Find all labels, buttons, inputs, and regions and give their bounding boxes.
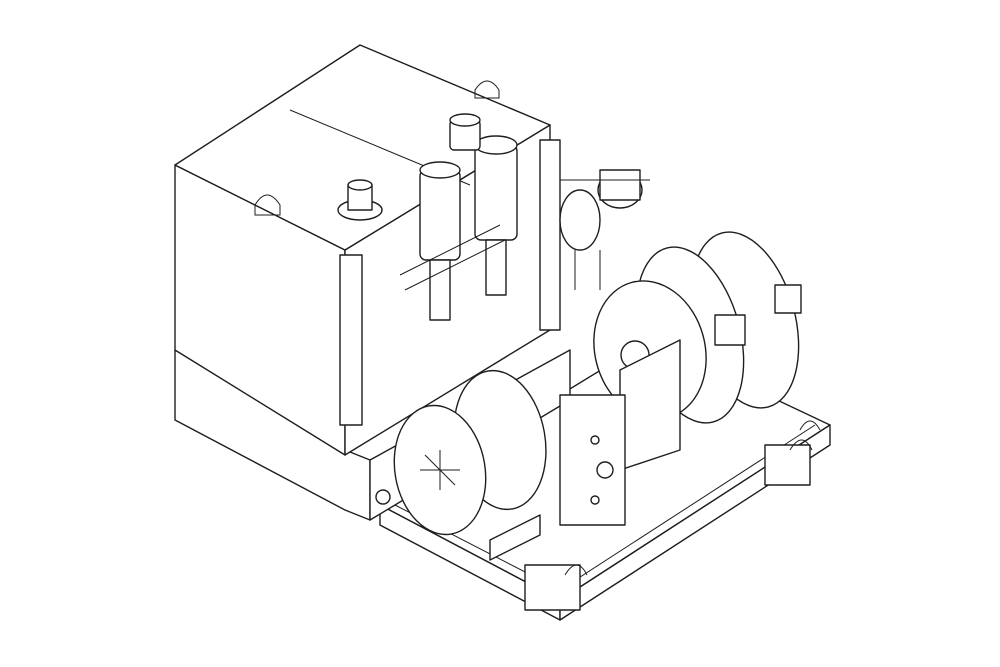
filler-cap-icon: [337, 179, 383, 221]
valve-block: [559, 394, 626, 526]
reel-spokes: [420, 450, 460, 490]
sight-gauge: [539, 139, 561, 331]
lifting-eye: [254, 194, 281, 216]
filter-assembly: [399, 113, 518, 321]
lifting-handle-icon: [564, 420, 821, 576]
diaphragm-pump: [539, 139, 650, 331]
sight-gauge: [339, 254, 363, 426]
reel-lock: [714, 314, 746, 346]
reel-lock: [774, 284, 802, 314]
lifting-eye: [474, 80, 500, 99]
hose-reel-large: [593, 231, 802, 471]
lifting-leg: [764, 444, 811, 486]
hose-reel-small: [393, 369, 626, 561]
lifting-leg: [524, 564, 581, 611]
drain-plug-icon: [375, 489, 391, 505]
